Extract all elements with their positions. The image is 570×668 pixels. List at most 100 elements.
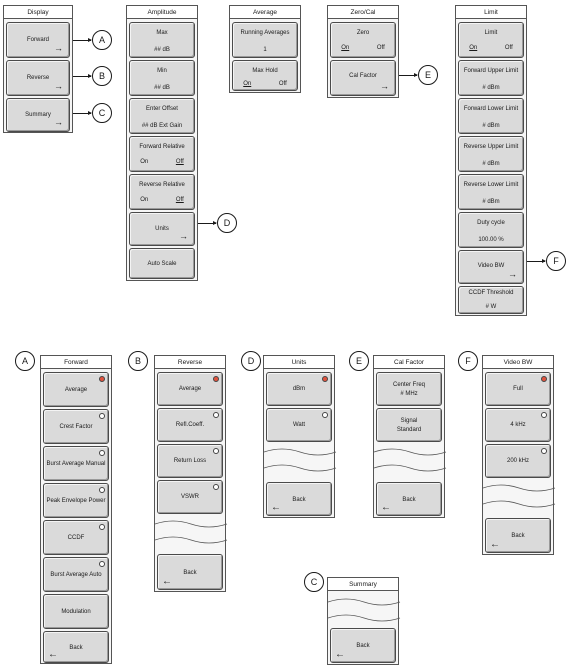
max-key[interactable]: Max ## dB	[129, 22, 195, 58]
back-key[interactable]: Back ←	[330, 628, 396, 663]
forward-upper-limit-value: # dBm	[482, 85, 500, 91]
forward-key[interactable]: Forward →	[6, 22, 70, 58]
submenu-arrow-icon: →	[54, 117, 63, 127]
connector-arrow	[198, 221, 217, 225]
average-option[interactable]: Average	[43, 372, 109, 407]
min-key[interactable]: Min ## dB	[129, 60, 195, 96]
peak-envelope-power-option[interactable]: Peak Envelope Power	[43, 483, 109, 518]
video-bw-key[interactable]: Video BW →	[458, 250, 524, 284]
callout-a: A	[15, 351, 35, 371]
back-key[interactable]: Back ←	[376, 482, 442, 516]
reverse-lower-limit-value: # dBm	[482, 199, 500, 205]
signal-standard-label-1: Signal	[400, 418, 418, 424]
callout-e: E	[418, 65, 438, 85]
burst-average-manual-option[interactable]: Burst Average Manual	[43, 446, 109, 481]
back-label: Back	[183, 570, 197, 576]
reverse-lower-limit-key[interactable]: Reverse Lower Limit # dBm	[458, 174, 524, 210]
200khz-option[interactable]: 200 kHz	[485, 444, 551, 478]
back-arrow-icon: ←	[48, 649, 58, 660]
radio-selected-icon	[322, 376, 328, 382]
200khz-option-label: 200 kHz	[506, 458, 529, 464]
burst-average-auto-option[interactable]: Burst Average Auto	[43, 557, 109, 592]
reverse-key[interactable]: Reverse →	[6, 60, 70, 96]
signal-standard-label-2: Standard	[396, 427, 422, 433]
radio-selected-icon	[213, 376, 219, 382]
reverse-menu-title: Reverse	[155, 356, 225, 369]
watt-option-label: Watt	[292, 422, 306, 428]
radio-icon	[541, 448, 547, 454]
refl-coeff-option[interactable]: Refl.Coeff.	[157, 408, 223, 442]
ccdf-threshold-key[interactable]: CCDF Threshold # W	[458, 286, 524, 314]
display-menu-title: Display	[4, 6, 72, 19]
menu-break-icon	[154, 520, 228, 544]
callout-c: C	[304, 572, 324, 592]
cal-factor-key[interactable]: Cal Factor →	[330, 60, 396, 96]
4khz-option[interactable]: 4 kHz	[485, 408, 551, 442]
submenu-arrow-icon: →	[179, 231, 188, 241]
auto-scale-key[interactable]: Auto Scale	[129, 248, 195, 279]
max-hold-label: Max Hold	[252, 68, 278, 74]
back-arrow-icon: ←	[490, 539, 500, 550]
duty-cycle-value: 100.00 %	[478, 237, 504, 243]
ccdf-option[interactable]: CCDF	[43, 520, 109, 555]
offset-label: Enter Offset	[146, 106, 178, 112]
radio-icon	[99, 524, 105, 530]
ccdf-threshold-value: # W	[485, 304, 497, 310]
center-freq-key[interactable]: Center Freq # MHz	[376, 372, 442, 406]
zero-label: Zero	[356, 30, 370, 36]
burst-average-auto-option-label: Burst Average Auto	[50, 571, 102, 578]
peak-envelope-power-option-label: Peak Envelope Power	[46, 497, 106, 504]
summary-menu-title: Summary	[328, 578, 398, 591]
callout-c: C	[92, 103, 112, 123]
menu-break-icon	[373, 448, 447, 472]
signal-standard-key[interactable]: Signal Standard	[376, 408, 442, 442]
off-option: Off	[504, 45, 513, 51]
cal-factor-label: Cal Factor	[349, 73, 377, 79]
return-loss-option-label: Return Loss	[173, 458, 207, 464]
forward-upper-limit-key[interactable]: Forward Upper Limit # dBm	[458, 60, 524, 96]
running-averages-key[interactable]: Running Averages 1	[232, 22, 298, 58]
forward-lower-limit-key[interactable]: Forward Lower Limit # dBm	[458, 98, 524, 134]
reverse-relative-label: Reverse Relative	[139, 182, 185, 188]
back-label: Back	[402, 497, 416, 503]
amplitude-menu-panel: Amplitude Max ## dB Min ## dB Enter Offs…	[126, 5, 198, 281]
modulation-key[interactable]: Modulation	[43, 594, 109, 629]
back-key[interactable]: Back ←	[157, 554, 223, 590]
back-arrow-icon: ←	[381, 502, 391, 513]
radio-icon	[322, 412, 328, 418]
reverse-upper-limit-label: Reverse Upper Limit	[463, 144, 519, 150]
back-key[interactable]: Back ←	[43, 631, 109, 663]
min-value: ## dB	[154, 85, 170, 91]
vswr-option[interactable]: VSWR	[157, 480, 223, 514]
min-label: Min	[157, 68, 167, 74]
radio-icon	[213, 448, 219, 454]
reverse-upper-limit-value: # dBm	[482, 161, 500, 167]
crest-factor-option[interactable]: Crest Factor	[43, 409, 109, 444]
refl-coeff-option-label: Refl.Coeff.	[175, 422, 205, 428]
burst-average-manual-option-label: Burst Average Manual	[46, 460, 106, 467]
full-option[interactable]: Full	[485, 372, 551, 406]
running-averages-label: Running Averages	[240, 30, 290, 36]
forward-relative-label: Forward Relative	[139, 144, 185, 150]
duty-cycle-label: Duty cycle	[477, 220, 505, 226]
units-key[interactable]: Units →	[129, 212, 195, 246]
watt-option[interactable]: Watt	[266, 408, 332, 442]
return-loss-option[interactable]: Return Loss	[157, 444, 223, 478]
crest-factor-option-label: Crest Factor	[59, 423, 93, 430]
enter-offset-key[interactable]: Enter Offset ## dB Ext Gain	[129, 98, 195, 134]
reverse-upper-limit-key[interactable]: Reverse Upper Limit # dBm	[458, 136, 524, 172]
duty-cycle-key[interactable]: Duty cycle 100.00 %	[458, 212, 524, 248]
summary-key[interactable]: Summary →	[6, 98, 70, 132]
back-key[interactable]: Back ←	[485, 518, 551, 553]
back-key[interactable]: Back ←	[266, 482, 332, 516]
dbm-option[interactable]: dBm	[266, 372, 332, 406]
display-menu-panel: Display Forward → Reverse → Summary →	[3, 5, 73, 133]
average-option[interactable]: Average	[157, 372, 223, 406]
average-option-label: Average	[178, 386, 202, 392]
radio-icon	[99, 561, 105, 567]
